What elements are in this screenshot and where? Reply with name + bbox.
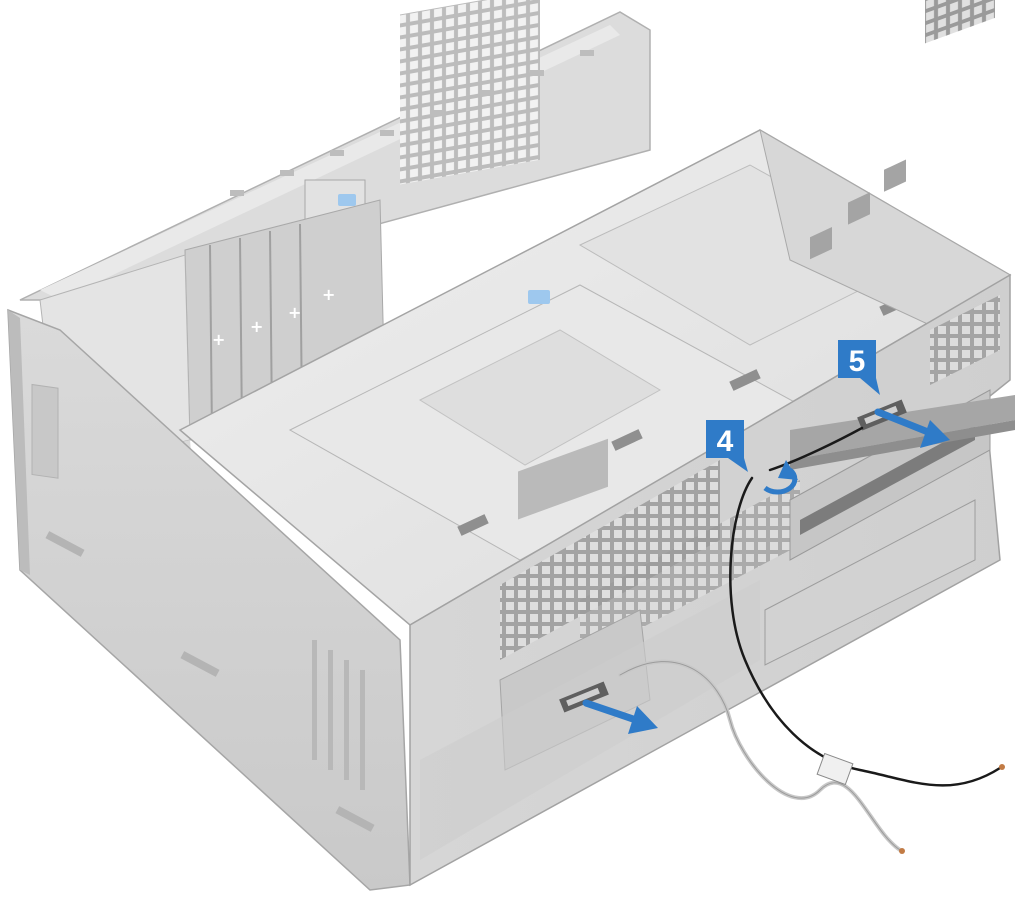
front-io-panel xyxy=(764,499,976,666)
blue-latch-top xyxy=(528,290,550,304)
rear-panel xyxy=(19,0,651,301)
blue-latch-rear xyxy=(338,194,356,206)
front-mesh-upper xyxy=(500,460,720,660)
right-mesh-vent xyxy=(925,0,995,44)
side-label xyxy=(31,383,59,479)
callout-step-5-label: 5 xyxy=(849,345,866,378)
callout-step-5: 5 xyxy=(838,340,880,395)
side-vents xyxy=(312,640,365,790)
cable-tip-white xyxy=(899,848,905,854)
drive-cage-recess xyxy=(418,329,661,466)
front-bay-slot xyxy=(800,425,975,535)
front-mesh-right xyxy=(930,295,1000,385)
svg-text:+: + xyxy=(212,330,225,349)
front-lower-panel xyxy=(420,580,760,860)
svg-text:+: + xyxy=(322,285,335,304)
rear-mesh-vent xyxy=(400,0,540,185)
svg-text:+: + xyxy=(288,303,301,322)
antenna-cable-white-outline xyxy=(619,661,901,851)
front-io-ports xyxy=(810,159,906,260)
cable-tip-black xyxy=(999,764,1005,770)
cable-tag xyxy=(816,752,854,786)
rear-slot-tabs xyxy=(230,50,594,196)
front-sticker xyxy=(518,438,608,520)
callout-step-4: 4 xyxy=(706,420,748,472)
rotate-arrow-icon xyxy=(763,460,798,495)
antenna-cable-black xyxy=(729,476,1002,787)
antenna-module-front xyxy=(559,681,609,713)
svg-text:+: + xyxy=(250,317,263,336)
pull-arrow-icon xyxy=(874,408,950,448)
callout-step-4-label: 4 xyxy=(717,425,734,458)
antenna-cable-black-top xyxy=(768,426,864,472)
side-foot-slots xyxy=(45,531,375,832)
pull-arrow-icon xyxy=(582,699,658,734)
bezel-strip xyxy=(790,395,1015,470)
